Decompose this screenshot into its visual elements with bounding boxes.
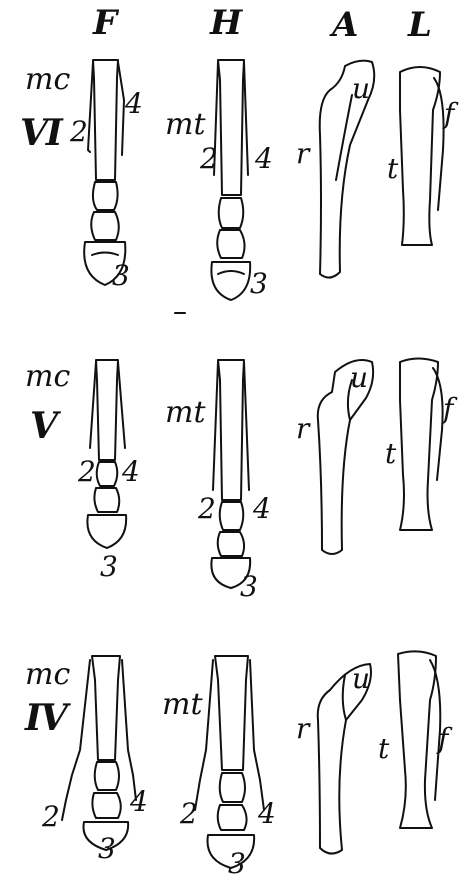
evolution-diagram: F H A L VI mc 2 4 3 mt 2 4 3 r u t f: [0, 0, 465, 885]
stray-mark: [0, 0, 465, 885]
